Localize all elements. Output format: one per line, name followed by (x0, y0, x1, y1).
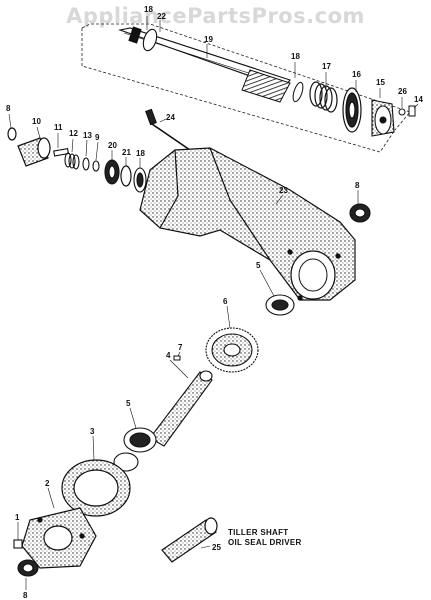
callout-3: 3 (90, 427, 95, 436)
ring-gear-part-3 (61, 459, 131, 517)
spring-part-17 (309, 81, 338, 113)
ring-part-21 (120, 165, 132, 187)
callout-labels: 18 22 19 18 17 16 15 26 14 8 10 11 12 13… (6, 5, 423, 600)
bearing-part-18 (133, 167, 147, 193)
callout-20: 20 (108, 141, 117, 150)
bolt-part-1 (13, 539, 23, 549)
callout-11: 11 (54, 123, 63, 132)
callout-17: 17 (322, 62, 331, 71)
gear-part-20 (104, 159, 120, 185)
housing-part-23 (139, 147, 356, 301)
callout-1: 1 (15, 513, 20, 522)
watermark: AppliancePartsPros.com (66, 4, 365, 28)
key-part-7 (173, 355, 181, 361)
callout-8-upper: 8 (6, 104, 11, 113)
callout-18-worm: 18 (291, 52, 300, 61)
leader-lines (8, 16, 419, 590)
callout-22: 22 (157, 12, 166, 21)
bearing-part-5-upper (265, 294, 295, 316)
caption-line-1: TILLER SHAFT (228, 528, 289, 537)
pin-part-11 (53, 148, 70, 157)
seal-part-8-mid (349, 203, 371, 223)
shaft-part-24 (145, 108, 191, 151)
washer-part-26 (398, 108, 406, 116)
callout-26: 26 (398, 87, 407, 96)
callout-18-bearing: 18 (136, 149, 145, 158)
callout-5-lower: 5 (126, 399, 131, 408)
callout-7: 7 (178, 343, 183, 352)
ring-part-8-upper (7, 127, 17, 141)
callout-21: 21 (122, 148, 131, 157)
screw-part-14 (408, 105, 416, 117)
callout-24: 24 (166, 113, 175, 122)
callout-8-lower: 8 (23, 591, 28, 600)
spring-part-12 (64, 152, 80, 170)
callout-6: 6 (223, 297, 228, 306)
callout-25: 25 (212, 543, 221, 552)
callout-19: 19 (204, 35, 213, 44)
shaft-part-19 (117, 26, 291, 89)
callout-5-upper: 5 (256, 261, 261, 270)
callout-13: 13 (83, 131, 92, 140)
callout-15: 15 (376, 78, 385, 87)
sleeve-part-10 (17, 137, 51, 167)
gear-part-16 (342, 87, 362, 133)
shaft-group-outline (81, 23, 411, 153)
bearing-part-5-lower (113, 427, 157, 472)
callout-16: 16 (352, 70, 361, 79)
hub-part-2 (21, 507, 97, 569)
callout-8-mid: 8 (355, 181, 360, 190)
bearing-cap-part-15 (371, 99, 395, 137)
callout-9: 9 (95, 133, 100, 142)
washer-part-13 (82, 157, 90, 171)
seal-driver-part-25 (161, 517, 218, 563)
seal-part-8-lower (17, 559, 39, 577)
gear-part-6 (205, 327, 259, 373)
callout-2: 2 (45, 479, 50, 488)
callout-10: 10 (32, 117, 41, 126)
callout-18-top: 18 (144, 5, 153, 14)
shaft-part-4 (149, 370, 213, 447)
callout-23: 23 (279, 186, 288, 195)
caption-line-2: OIL SEAL DRIVER (228, 538, 302, 547)
callout-14: 14 (414, 95, 423, 104)
callout-4: 4 (166, 351, 171, 360)
clip-part-9 (92, 160, 100, 172)
worm-gear-part-18 (241, 69, 304, 103)
callout-12: 12 (69, 129, 78, 138)
